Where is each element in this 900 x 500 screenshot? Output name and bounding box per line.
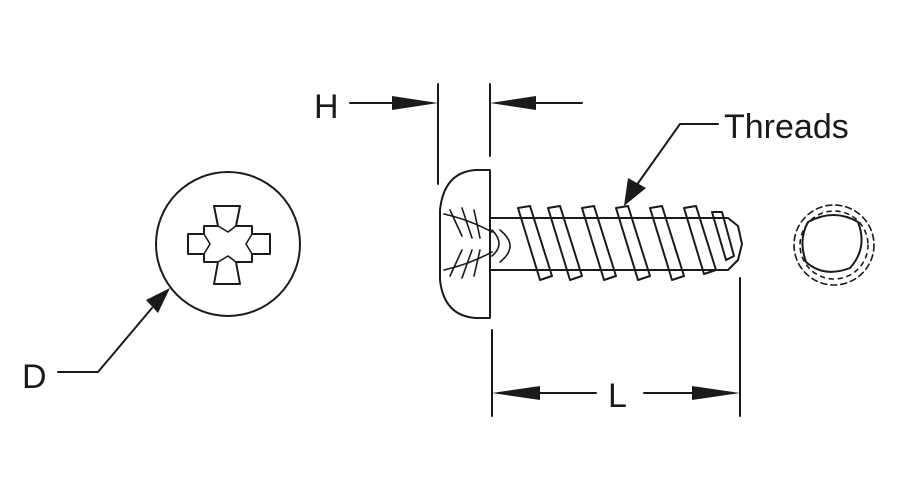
diameter-label: D bbox=[22, 358, 47, 396]
diameter-leader: D bbox=[22, 288, 170, 396]
phillips-recess-icon bbox=[187, 205, 271, 285]
thread-crests bbox=[517, 205, 735, 281]
threads-leader: Threads bbox=[624, 108, 849, 206]
screw-side-view bbox=[439, 169, 743, 319]
head-height-label: H bbox=[314, 88, 339, 126]
head-top-view bbox=[155, 171, 301, 317]
threads-label: Threads bbox=[724, 108, 849, 146]
length-dimension: L bbox=[491, 277, 741, 417]
head-height-dimension: H bbox=[314, 83, 583, 185]
tip-end-view bbox=[793, 204, 875, 286]
length-label: L bbox=[608, 377, 627, 415]
